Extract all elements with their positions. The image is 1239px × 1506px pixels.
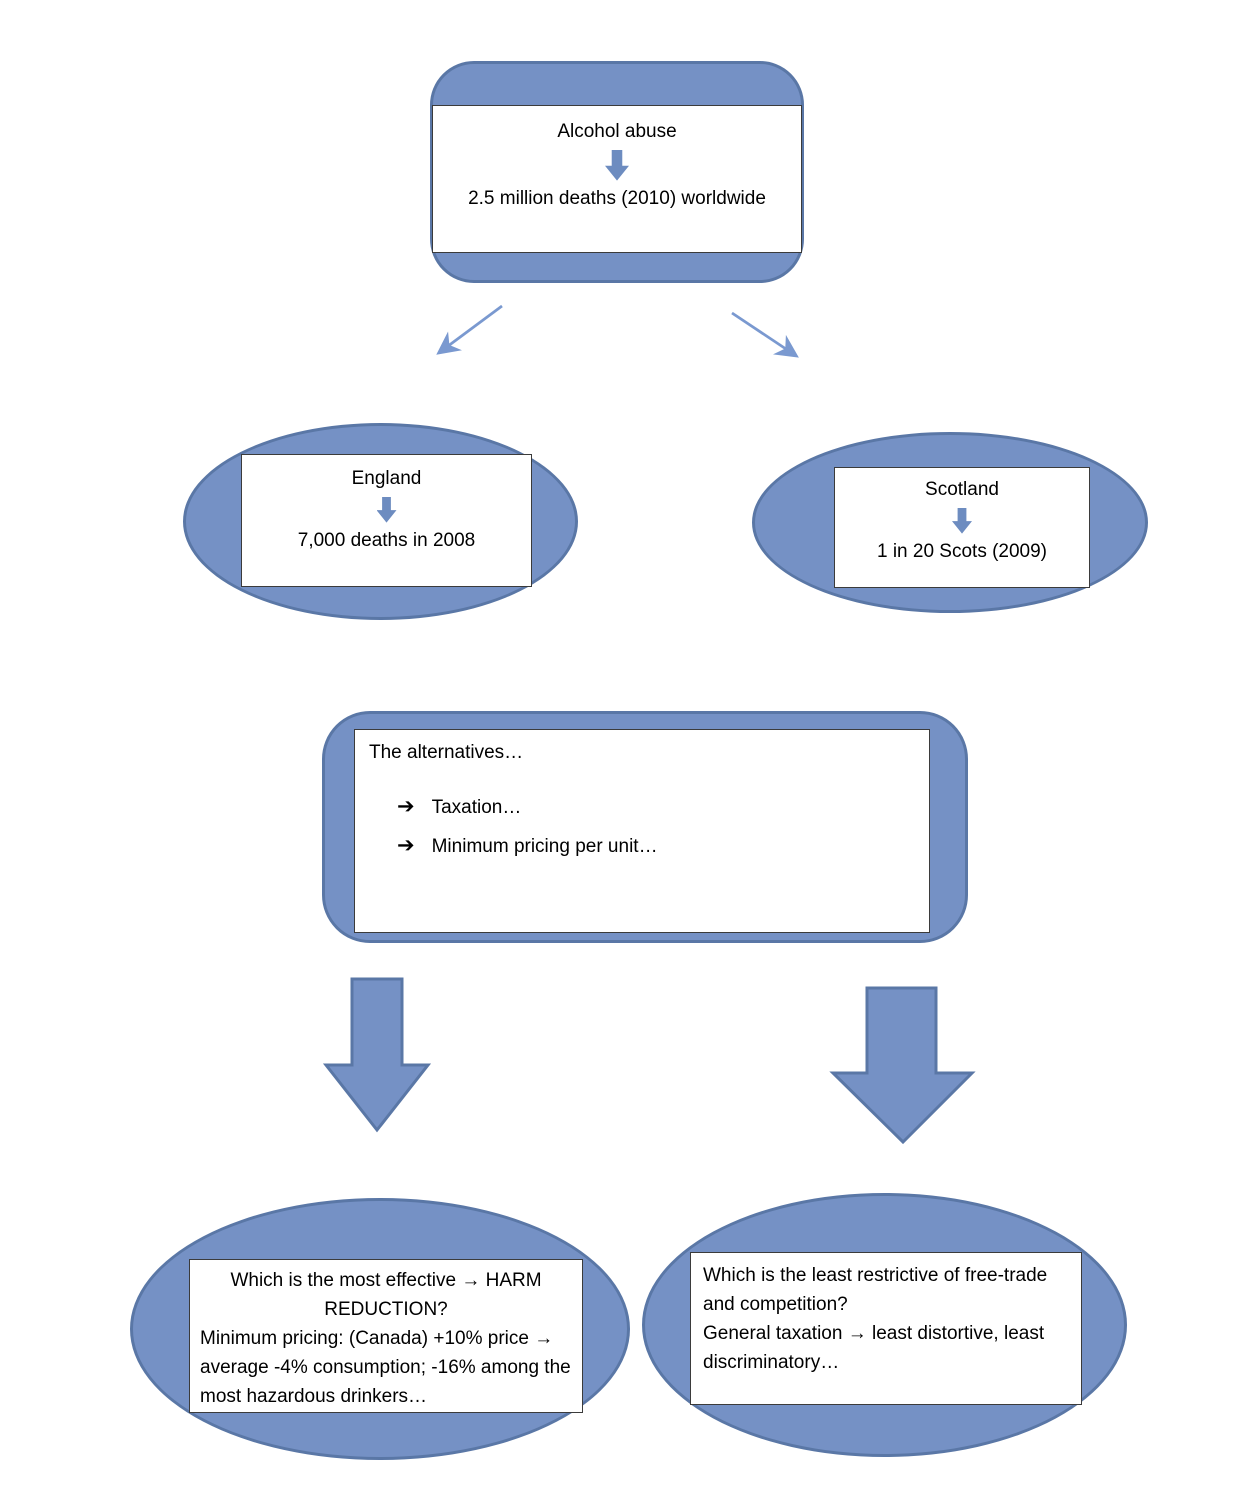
down-arrow-icon <box>376 496 397 523</box>
block-down-arrow-left-icon <box>322 977 432 1133</box>
node-alcohol-abuse-title: Alcohol abuse <box>557 121 677 142</box>
node-alternatives: The alternatives… ➔ Taxation… ➔ Minimum … <box>322 711 968 943</box>
node-scotland: Scotland 1 in 20 Scots (2009) <box>752 432 1148 613</box>
node-alcohol-abuse-subtitle: 2.5 million deaths (2010) worldwide <box>468 187 766 209</box>
diagonal-arrow-left-icon <box>436 304 503 355</box>
node-harm-reduction-textbox: Which is the most effective → HARM REDUC… <box>189 1259 583 1413</box>
node-free-trade-detail: General taxation → least distortive, lea… <box>703 1323 1045 1373</box>
node-alcohol-abuse-textbox: Alcohol abuse 2.5 million deaths (2010) … <box>432 105 802 253</box>
down-arrow-icon <box>952 507 972 534</box>
node-free-trade-textbox: Which is the least restrictive of free-t… <box>690 1252 1082 1405</box>
node-alternatives-title: The alternatives… <box>369 742 524 763</box>
list-item: ➔ Minimum pricing per unit… <box>397 832 915 860</box>
node-alcohol-abuse: Alcohol abuse 2.5 million deaths (2010) … <box>430 61 804 283</box>
node-england-textbox: England 7,000 deaths in 2008 <box>241 454 532 587</box>
diagonal-arrow-right-icon <box>731 311 799 358</box>
node-scotland-textbox: Scotland 1 in 20 Scots (2009) <box>834 467 1090 588</box>
node-free-trade: Which is the least restrictive of free-t… <box>642 1193 1127 1457</box>
node-scotland-title: Scotland <box>925 479 999 500</box>
node-england-title: England <box>351 468 422 489</box>
list-item: ➔ Taxation… <box>397 793 915 821</box>
bullet-arrow-icon: ➔ <box>397 794 415 818</box>
node-england-subtitle: 7,000 deaths in 2008 <box>297 529 476 551</box>
bullet-arrow-icon: ➔ <box>397 833 415 857</box>
block-down-arrow-right-icon <box>829 986 976 1145</box>
list-item-label: Minimum pricing per unit… <box>431 835 658 857</box>
node-harm-reduction-question: Which is the most effective → HARM REDUC… <box>230 1270 542 1320</box>
down-arrow-icon <box>605 149 629 181</box>
node-scotland-subtitle: 1 in 20 Scots (2009) <box>876 540 1048 562</box>
node-england: England 7,000 deaths in 2008 <box>183 423 578 620</box>
node-free-trade-question: Which is the least restrictive of free-t… <box>703 1265 1048 1315</box>
node-harm-reduction-detail: Minimum pricing: (Canada) +10% price → a… <box>200 1328 571 1407</box>
node-alternatives-textbox: The alternatives… ➔ Taxation… ➔ Minimum … <box>354 729 930 933</box>
node-harm-reduction: Which is the most effective → HARM REDUC… <box>130 1198 630 1460</box>
list-item-label: Taxation… <box>431 796 522 818</box>
